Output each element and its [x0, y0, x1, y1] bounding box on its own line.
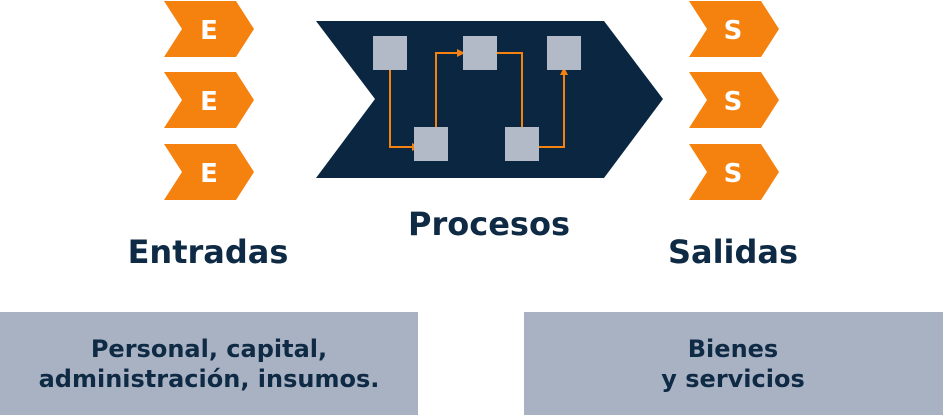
output-chevron-1: S [689, 1, 779, 57]
input-chevron-1: E [164, 1, 254, 57]
output-marker-3: S [724, 159, 743, 189]
output-marker-2: S [724, 87, 743, 117]
outputs-description-background [524, 312, 943, 415]
flow-line-3 [497, 52, 523, 127]
output-chevron-2: S [689, 72, 779, 128]
output-chevron-shape-1 [689, 1, 779, 57]
process-nodes [373, 36, 581, 161]
process-block [316, 21, 663, 178]
process-node-4 [414, 127, 448, 161]
process-node-2 [463, 36, 497, 70]
outputs-description-box: Bienes y servicios [524, 312, 943, 415]
outputs-label: Salidas [668, 233, 798, 271]
output-chevron-3: S [689, 144, 779, 200]
process-node-5 [505, 127, 539, 161]
input-chevron-2: E [164, 72, 254, 128]
process-node-3 [547, 36, 581, 70]
input-chevron-3: E [164, 144, 254, 200]
input-chevron-shape-2 [164, 72, 254, 128]
input-marker-1: E [200, 16, 218, 46]
outputs-description-line-2: y servicios [661, 365, 805, 393]
flow-arrow-4 [538, 67, 568, 148]
process-node-1 [373, 36, 407, 70]
inputs-description-background [0, 312, 418, 415]
input-chevron-shape-1 [164, 1, 254, 57]
process-label: Procesos [408, 205, 570, 243]
flow-arrow-2 [435, 49, 465, 127]
input-marker-3: E [200, 159, 218, 189]
input-chevrons: E E E [164, 1, 254, 200]
inputs-label: Entradas [128, 233, 289, 271]
inputs-description-line-1: Personal, capital, [91, 335, 327, 363]
output-chevron-shape-2 [689, 72, 779, 128]
input-marker-2: E [200, 87, 218, 117]
process-flow-lines [389, 49, 568, 151]
inputs-description-line-2: administración, insumos. [39, 365, 380, 393]
output-marker-1: S [724, 16, 743, 46]
flow-arrow-1 [389, 70, 420, 151]
input-chevron-shape-3 [164, 144, 254, 200]
outputs-description-line-1: Bienes [688, 335, 778, 363]
inputs-description-box: Personal, capital, administración, insum… [0, 312, 418, 415]
output-chevrons: S S S [689, 1, 779, 200]
output-chevron-shape-3 [689, 144, 779, 200]
